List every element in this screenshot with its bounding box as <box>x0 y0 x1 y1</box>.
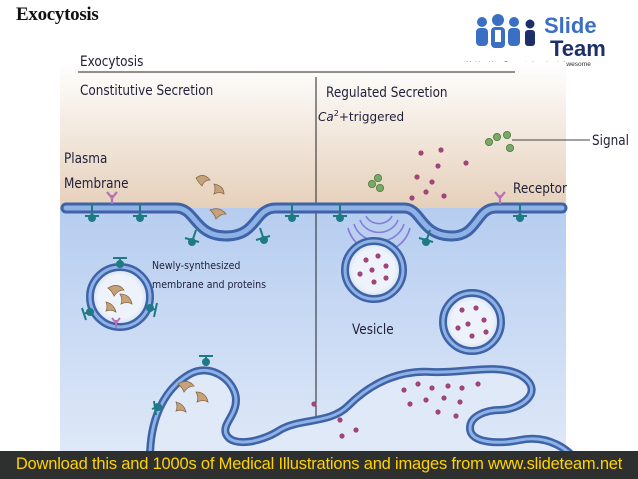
calcium-label: Ca2+triggered <box>318 109 404 124</box>
plasma-membrane-inner <box>63 205 565 239</box>
membrane-protein <box>285 204 299 222</box>
vesicle-label: Vesicle <box>352 322 394 338</box>
logo-word-team: Team <box>550 36 606 61</box>
secreted-granules <box>409 147 469 201</box>
membrane-protein <box>418 229 434 246</box>
regulated-vesicle <box>341 237 407 303</box>
diagram-heading: Exocytosis <box>80 54 144 70</box>
receptor-label: Receptor <box>513 181 567 197</box>
constitutive-label: Constitutive Secretion <box>80 83 213 99</box>
logo-word-slide: Slide <box>544 13 597 38</box>
constitutive-vesicle <box>81 257 158 331</box>
plasma-label-line2: Membrane <box>64 176 128 192</box>
storage-vesicle <box>439 289 505 355</box>
signal-label: Signal <box>592 133 629 149</box>
plasma-label-line1: Plasma <box>64 151 107 167</box>
membrane-protein <box>184 229 200 246</box>
secreted-cargo <box>195 175 227 220</box>
exocytosis-diagram: Exocytosis Constitutive Secretion Regula… <box>60 54 629 458</box>
newly-label-line2: membrane and proteins <box>152 278 266 291</box>
membrane-protein <box>255 227 271 244</box>
membrane-protein <box>133 204 147 222</box>
slideteam-logo: Slide Team Making Your Presentations Loo… <box>466 13 606 68</box>
signal-molecules <box>367 131 514 192</box>
receptor-icon <box>494 191 506 204</box>
receptor-icon <box>106 191 118 204</box>
membrane-proteins <box>85 204 527 246</box>
slide-title: Exocytosis <box>16 4 99 25</box>
golgi-network <box>146 355 578 458</box>
extracellular-space <box>60 62 566 210</box>
membrane-protein <box>85 204 99 222</box>
membrane-protein <box>513 204 527 222</box>
footer-link-text[interactable]: Download this and 1000s of Medical Illus… <box>15 455 623 473</box>
regulated-label: Regulated Secretion <box>326 85 448 101</box>
logo-people-icon <box>476 14 535 48</box>
receptors <box>106 191 506 204</box>
membrane-protein <box>333 204 347 222</box>
footer-banner: Download this and 1000s of Medical Illus… <box>0 451 638 479</box>
newly-label-line1: Newly-synthesized <box>152 259 240 272</box>
